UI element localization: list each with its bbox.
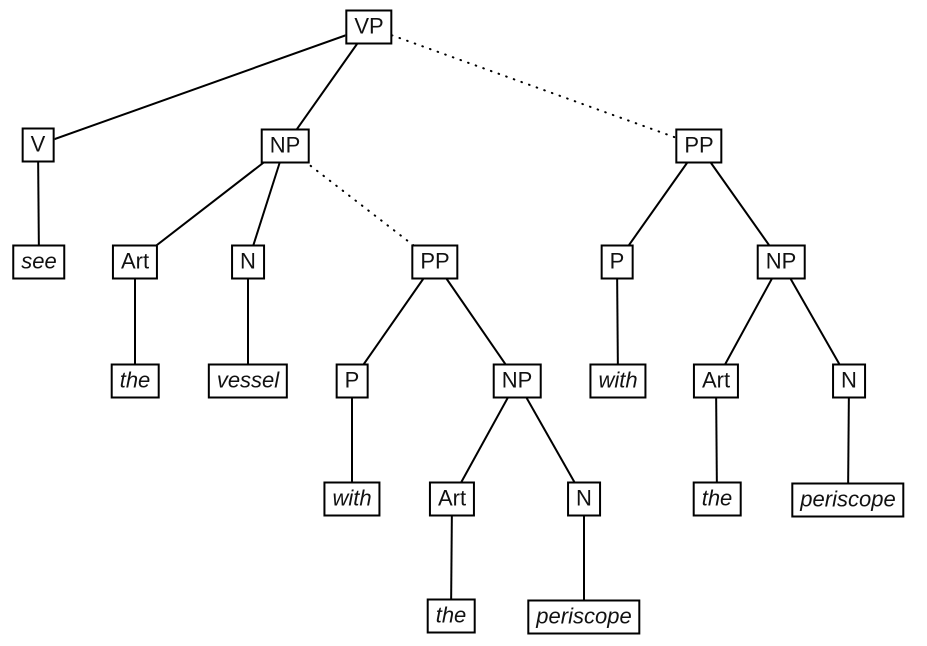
node-n-left: N [231,244,265,280]
node-vp-root: VP [345,9,393,45]
node-word-see: see [12,244,66,280]
node-art-right: Art [692,363,740,399]
node-n-right: N [832,363,866,399]
node-word-vessel: vessel [207,363,289,399]
edge-pp-p-mid [351,261,436,382]
edge-p-with-right [616,261,619,382]
node-word-periscope-mid: periscope [527,599,641,635]
node-pp-vp-attached: PP [675,128,723,164]
node-art-mid: Art [428,481,476,517]
node-pp-np-attached: PP [411,244,459,280]
edge-v-see [37,144,40,263]
edge-vp-pp-dotted [368,26,700,147]
edge-np-n-right [780,261,850,382]
edge-np-art-mid [451,380,518,500]
node-p-mid: P [335,363,369,399]
edge-pp-np-right [698,145,782,263]
edge-pp-p-right [616,145,700,263]
node-art-left: Art [111,244,159,280]
edge-n-periscope-right [847,380,850,501]
node-word-with-mid: with [323,481,381,517]
node-word-the-mid: the [426,598,476,634]
edge-np-art [134,145,286,263]
edge-vp-np [284,26,370,147]
node-word-the-left: the [110,363,160,399]
edge-vp-v [37,26,370,146]
edge-np-art-right [715,261,782,382]
node-p-right: P [600,244,634,280]
node-word-periscope-right: periscope [791,482,905,518]
edge-np-pp-dotted [284,145,436,263]
node-np-mid-inner: NP [492,363,542,399]
node-word-with-right: with [589,363,647,399]
node-np-right-inner: NP [756,244,806,280]
edge-np-n [247,145,286,263]
node-word-the-right: the [692,481,742,517]
node-n-mid: N [567,481,601,517]
edge-np-n-mid [516,380,585,500]
node-np-object: NP [260,128,310,164]
edge-pp-np-mid [434,261,518,382]
edge-art-the-mid [450,498,453,617]
node-v: V [21,127,55,163]
edge-art-the-right [715,380,718,500]
